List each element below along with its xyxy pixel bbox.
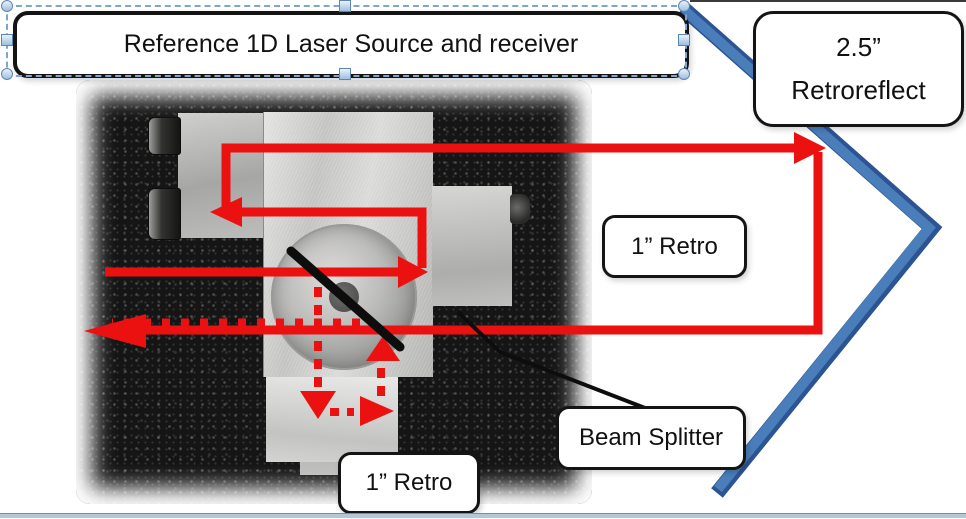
bottom-border-line xyxy=(0,513,966,518)
callout-beam-splitter[interactable]: Beam Splitter xyxy=(556,406,746,470)
bottom-retro-block xyxy=(266,377,398,462)
optics-photo xyxy=(76,80,592,504)
callout-retroreflect[interactable]: 2.5” Retroreflect xyxy=(753,11,964,127)
selection-handle-sw[interactable] xyxy=(1,68,13,80)
left-retro-block xyxy=(178,113,265,238)
beam-splitter-text: Beam Splitter xyxy=(578,424,724,451)
title-text: Reference 1D Laser Source and receiver xyxy=(123,30,579,58)
right-retro-block xyxy=(432,186,512,306)
socket-screw-top xyxy=(148,117,181,155)
top-border-line xyxy=(690,0,966,2)
selection-handle-e[interactable] xyxy=(678,34,690,46)
socket-screw-bottom xyxy=(148,188,181,240)
title-text-box[interactable]: Reference 1D Laser Source and receiver xyxy=(13,11,689,78)
right-block-plug xyxy=(510,194,530,224)
retroreflect-line1: 2.5” xyxy=(836,32,881,62)
selection-handle-se[interactable] xyxy=(678,68,690,80)
selection-handle-n[interactable] xyxy=(339,0,351,12)
selection-handle-w[interactable] xyxy=(1,34,13,46)
retroreflect-line2: Retroreflect xyxy=(791,75,926,105)
arrowhead-chevron xyxy=(794,132,826,164)
selection-handle-ne[interactable] xyxy=(678,0,690,12)
disc-hub xyxy=(329,282,359,312)
callout-retro-bottom[interactable]: 1” Retro xyxy=(338,452,480,514)
callout-retro-mid[interactable]: 1” Retro xyxy=(602,215,747,278)
selection-handle-s[interactable] xyxy=(339,68,351,80)
selection-handle-nw[interactable] xyxy=(1,0,13,12)
retro-bottom-text: 1” Retro xyxy=(365,469,453,496)
retro-mid-text: 1” Retro xyxy=(631,232,718,260)
